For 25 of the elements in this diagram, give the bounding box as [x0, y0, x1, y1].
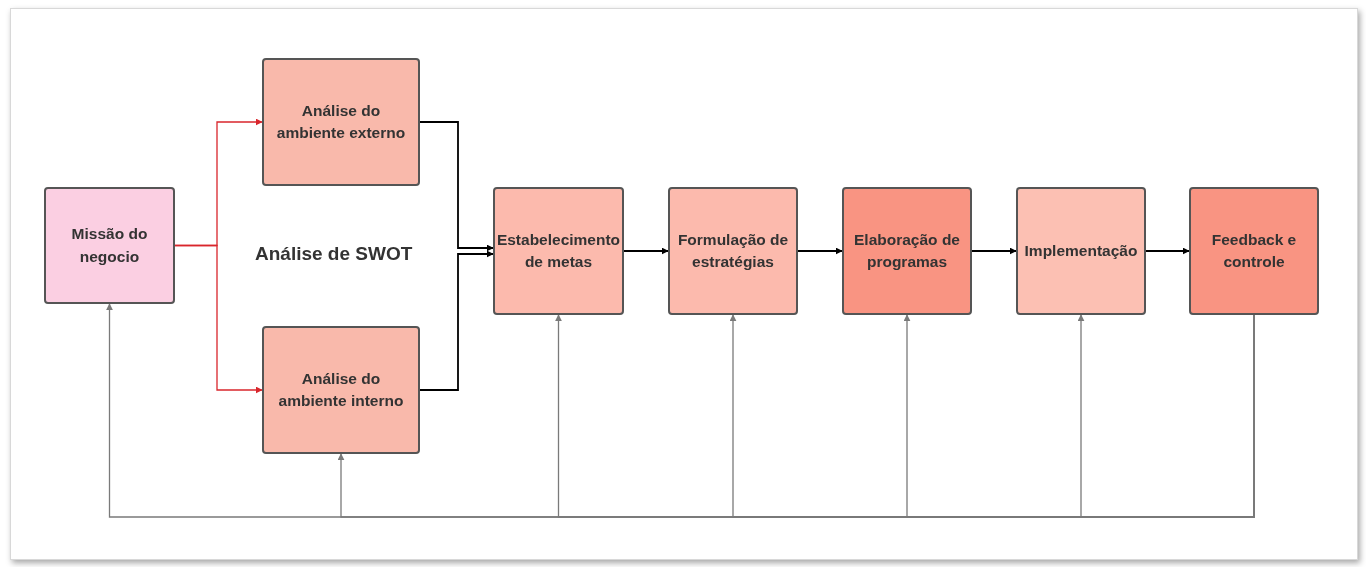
- arrow: [1077, 314, 1255, 518]
- arrow: [419, 121, 494, 252]
- box-label: Elaboração de programas: [853, 229, 961, 272]
- process-box: [262, 58, 420, 186]
- process-box: [1189, 187, 1319, 315]
- arrow: [174, 244, 263, 394]
- swot-label: Análise de SWOT: [255, 243, 413, 265]
- process-box: [668, 187, 798, 315]
- box-label: Formulação de estratégias: [676, 229, 790, 272]
- process-box: [262, 326, 420, 454]
- arrow: [1145, 247, 1190, 255]
- process-box: [44, 187, 175, 304]
- process-box: [1016, 187, 1146, 315]
- arrow: [797, 247, 843, 255]
- process-box: [842, 187, 972, 315]
- box-label: Missão do negocio: [70, 224, 149, 267]
- arrow: [419, 250, 494, 391]
- box-label: Análise do ambiente interno: [277, 368, 405, 411]
- box-label: Feedback e controle: [1210, 229, 1298, 272]
- arrow: [971, 247, 1017, 255]
- process-box: [493, 187, 624, 315]
- arrow: [623, 247, 669, 255]
- box-label: Implementação: [1024, 240, 1138, 261]
- box-label: Análise do ambiente externo: [275, 100, 407, 143]
- box-label: Estabelecimento de metas: [496, 229, 621, 272]
